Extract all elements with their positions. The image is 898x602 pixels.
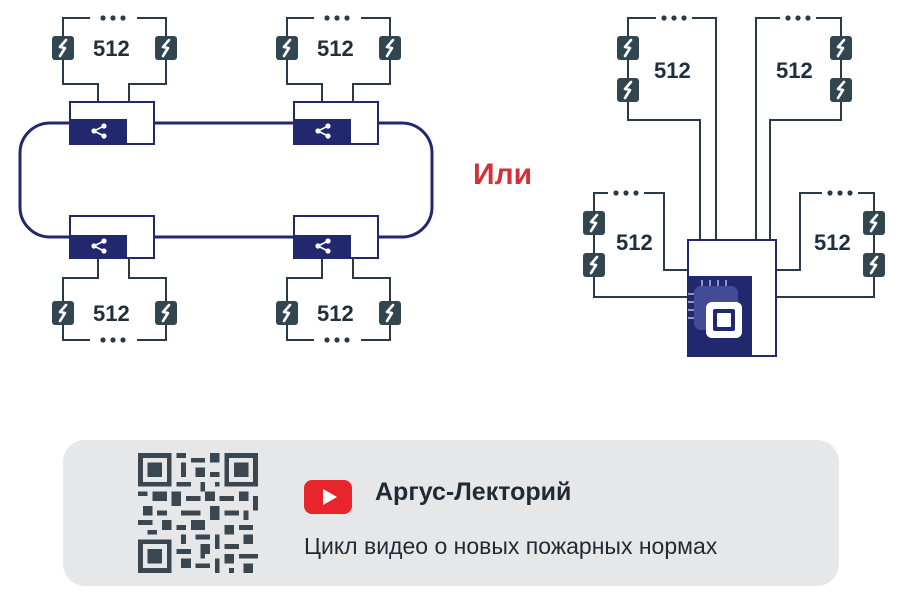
ellipsis-dots-icon [661,15,687,21]
topology-diagram: 512 512 512 512 Или [18,15,887,357]
qr-code-icon[interactable] [138,453,258,573]
ellipsis-dots-icon [785,15,811,21]
device-icon [377,34,403,62]
star-wiring [593,17,875,298]
cpu-chip-icon [688,280,742,338]
device-icon [581,209,607,237]
loop-module [70,235,127,258]
ellipsis-dots-icon [827,190,853,196]
ellipsis-dots-icon [324,337,350,343]
ellipsis-dots-icon [100,337,126,343]
loop-module [70,119,127,144]
ellipsis-dots-icon [613,190,639,196]
device-icon [50,299,76,327]
device-icon [50,34,76,62]
youtube-icon[interactable] [304,480,352,514]
ring-group-top-right [286,17,391,102]
loop-count-label: 512 [93,301,130,326]
loop-module [294,119,351,144]
device-icon [153,34,179,62]
loop-count-label: 512 [93,36,130,61]
ellipsis-dots-icon [100,15,126,21]
device-icon [377,299,403,327]
channel-name[interactable]: Аргус-Лекторий [375,478,572,506]
loop-count-label: 512 [654,58,691,83]
device-icon [615,34,641,62]
ring-group-top-left [62,17,167,102]
channel-subtitle: Цикл видео о новых пожарных нормах [304,533,718,559]
device-icon [274,34,300,62]
loop-count-label: 512 [317,301,354,326]
or-separator: Или [473,158,532,191]
device-icon [274,299,300,327]
loop-count-label: 512 [317,36,354,61]
loop-count-label: 512 [616,230,653,255]
loop-module [294,235,351,258]
device-icon [861,209,887,237]
device-icon [861,251,887,279]
device-icon [615,76,641,104]
device-icon [828,34,854,62]
device-icon [153,299,179,327]
ring-group-bottom-right [286,258,391,341]
ring-group-bottom-left [62,258,167,341]
device-icon [581,251,607,279]
promo-banner: Аргус-Лекторий Цикл видео о новых пожарн… [63,440,839,586]
ring-loop [18,121,434,239]
ellipsis-dots-icon [324,15,350,21]
loop-count-label: 512 [814,230,851,255]
device-icon [828,76,854,104]
loop-count-label: 512 [776,58,813,83]
